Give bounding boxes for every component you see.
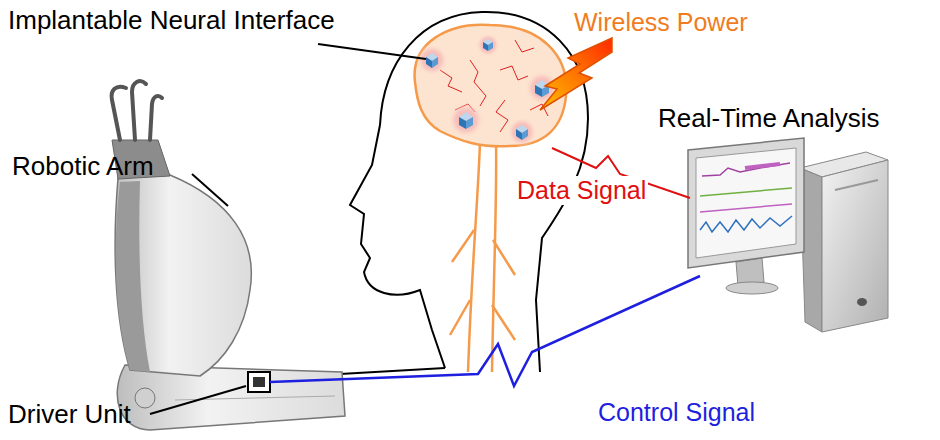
part-label: Robotic Arm <box>10 152 156 182</box>
computer-monitor <box>688 138 804 294</box>
signal-label: Data Signal <box>515 176 648 205</box>
spinal-nerves <box>450 142 515 372</box>
leader-line <box>150 386 246 414</box>
leader-line <box>192 174 228 206</box>
part-label: Driver Unit <box>6 400 133 430</box>
implant-chips <box>416 33 559 147</box>
robotic-arm <box>112 81 345 430</box>
driver-unit-box <box>248 372 270 392</box>
brain <box>415 25 567 147</box>
part-label: Real-Time Analysis <box>656 104 882 134</box>
part-label: Implantable Neural Interface <box>6 6 337 36</box>
computer-tower <box>800 152 888 332</box>
signal-label: Control Signal <box>596 398 757 427</box>
signal-label: Wireless Power <box>572 8 750 37</box>
control-signal-wire <box>270 276 700 386</box>
lightning-bolt <box>540 38 612 110</box>
leader-line <box>318 44 426 59</box>
